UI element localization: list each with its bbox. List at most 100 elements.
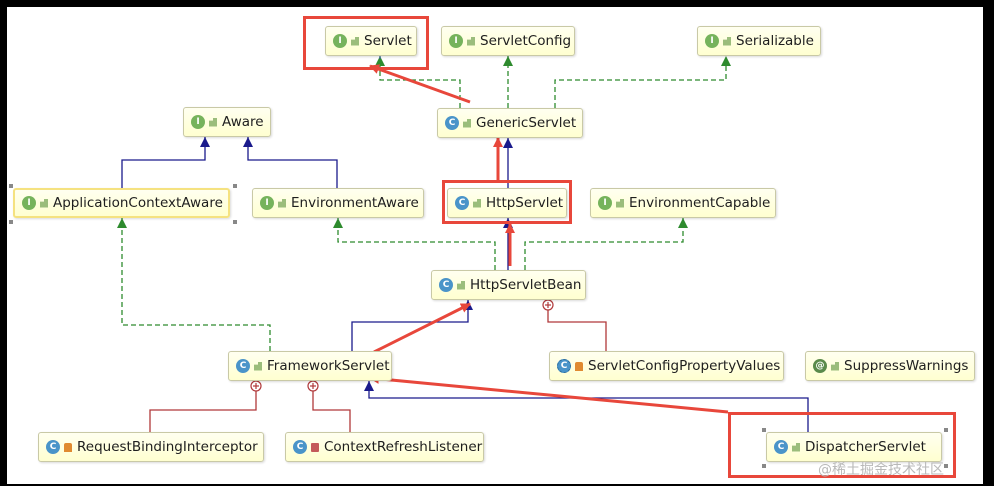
arrowhead <box>200 137 210 147</box>
highlight-dispatcher-servlet <box>728 412 956 478</box>
public-visibility-icon <box>457 280 465 290</box>
annotation-arrow <box>369 64 471 104</box>
node-serializable[interactable]: I Serializable <box>697 26 821 56</box>
highlight-http-servlet <box>442 180 572 224</box>
node-context-refresh-listener[interactable]: C ContextRefreshListener <box>285 432 484 462</box>
annotation-arrow <box>369 373 729 414</box>
watermark: @稀土掘金技术社区 <box>818 462 944 478</box>
node-label: ApplicationContextAware <box>53 195 223 211</box>
public-visibility-icon <box>616 198 624 208</box>
private-visibility-icon <box>575 361 583 371</box>
node-label: FrameworkServlet <box>267 358 390 374</box>
selection-handle[interactable] <box>944 464 948 468</box>
node-servlet[interactable]: I Servlet <box>325 26 417 56</box>
node-http-servlet[interactable]: C HttpServlet <box>447 188 567 218</box>
node-environment-capable[interactable]: I EnvironmentCapable <box>590 188 776 218</box>
public-visibility-icon <box>254 361 262 371</box>
relation-extends <box>121 137 206 188</box>
public-visibility-icon <box>278 198 286 208</box>
class-kind-icon: C <box>236 359 250 373</box>
node-application-context-aware[interactable]: I ApplicationContextAware <box>13 188 230 218</box>
node-servlet-config-property-values[interactable]: C ServletConfigPropertyValues <box>549 351 784 381</box>
arrowhead <box>364 381 374 391</box>
node-environment-aware[interactable]: I EnvironmentAware <box>252 188 424 218</box>
arrowhead <box>117 218 127 228</box>
interface-kind-icon: I <box>598 196 612 210</box>
node-generic-servlet[interactable]: C GenericServlet <box>437 108 583 138</box>
highlight-servlet <box>303 16 429 70</box>
node-aware[interactable]: I Aware <box>183 107 271 137</box>
node-label: GenericServlet <box>476 115 577 131</box>
arrowhead <box>375 56 385 66</box>
public-visibility-icon <box>473 198 481 208</box>
class-kind-icon: C <box>774 440 788 454</box>
node-dispatcher-servlet[interactable]: C DispatcherServlet <box>766 432 942 462</box>
node-label: ContextRefreshListener <box>324 439 483 455</box>
node-framework-servlet[interactable]: C FrameworkServlet <box>228 351 392 381</box>
arrowhead <box>333 218 343 228</box>
public-visibility-icon <box>209 117 217 127</box>
relation-inner <box>547 300 607 351</box>
public-visibility-icon <box>467 36 475 46</box>
selection-handle[interactable] <box>762 464 766 468</box>
interface-kind-icon: I <box>22 196 36 210</box>
public-visibility-icon <box>40 198 48 208</box>
public-visibility-icon <box>723 36 731 46</box>
relation-inner <box>149 381 257 432</box>
node-servlet-config[interactable]: I ServletConfig <box>441 26 575 56</box>
selection-handle[interactable] <box>762 428 766 432</box>
relation-implements <box>121 218 271 351</box>
public-visibility-icon <box>831 361 839 371</box>
private-visibility-icon <box>64 442 72 452</box>
arrowhead <box>243 137 253 147</box>
package-visibility-icon <box>311 442 319 452</box>
node-label: Aware <box>222 114 264 130</box>
node-label: EnvironmentCapable <box>629 195 771 211</box>
interface-kind-icon: I <box>705 34 719 48</box>
arrowhead <box>503 138 513 148</box>
selection-handle[interactable] <box>9 220 13 224</box>
node-suppress-warnings[interactable]: @ SuppressWarnings <box>805 351 975 381</box>
public-visibility-icon <box>463 118 471 128</box>
relation-implements <box>337 218 496 270</box>
node-label: DispatcherServlet <box>805 439 926 455</box>
class-kind-icon: C <box>439 278 453 292</box>
annotation-kind-icon: @ <box>813 359 827 373</box>
annotation-arrow <box>373 302 471 354</box>
relation-implements <box>524 218 684 270</box>
class-kind-icon: C <box>46 440 60 454</box>
node-label: HttpServlet <box>486 195 564 211</box>
class-kind-icon: C <box>455 196 469 210</box>
arrowhead <box>678 218 688 228</box>
node-label: HttpServletBean <box>470 277 582 293</box>
relation-inner <box>312 381 351 432</box>
selection-handle[interactable] <box>233 184 237 188</box>
node-label: Serializable <box>736 33 814 49</box>
arrowhead <box>503 56 513 66</box>
interface-kind-icon: I <box>191 115 205 129</box>
interface-kind-icon: I <box>333 34 347 48</box>
node-label: ServletConfigPropertyValues <box>588 358 781 374</box>
node-label: RequestBindingInterceptor <box>77 439 258 455</box>
class-kind-icon: C <box>557 359 571 373</box>
selection-handle[interactable] <box>233 220 237 224</box>
public-visibility-icon <box>792 442 800 452</box>
node-label: SuppressWarnings <box>844 358 969 374</box>
relation-extends <box>247 137 338 188</box>
class-kind-icon: C <box>445 116 459 130</box>
node-label: Servlet <box>364 33 412 49</box>
interface-kind-icon: I <box>260 196 274 210</box>
node-request-binding-interceptor[interactable]: C RequestBindingInterceptor <box>38 432 264 462</box>
relation-extends <box>351 300 469 351</box>
selection-handle[interactable] <box>9 184 13 188</box>
class-kind-icon: C <box>293 440 307 454</box>
node-label: ServletConfig <box>480 33 572 49</box>
public-visibility-icon <box>351 36 359 46</box>
selection-handle[interactable] <box>944 428 948 432</box>
node-http-servlet-bean[interactable]: C HttpServletBean <box>431 270 586 300</box>
relation-implements <box>554 56 727 108</box>
node-label: EnvironmentAware <box>291 195 419 211</box>
arrowhead <box>721 56 731 66</box>
interface-kind-icon: I <box>449 34 463 48</box>
